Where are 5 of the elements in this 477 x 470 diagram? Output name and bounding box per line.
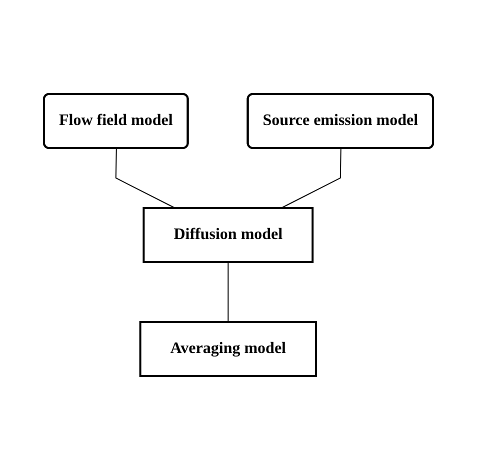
node-box: Averaging model bbox=[139, 321, 317, 377]
connector bbox=[280, 148, 342, 208]
connector bbox=[115, 148, 176, 208]
node-box: Diffusion model bbox=[142, 207, 314, 263]
connector bbox=[228, 262, 229, 322]
